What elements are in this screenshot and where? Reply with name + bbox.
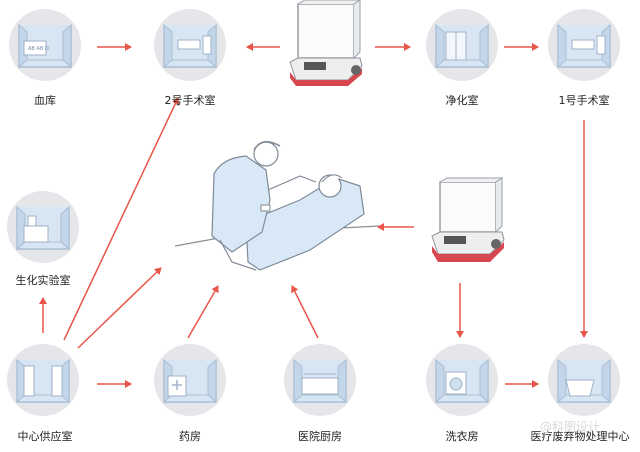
circle-central-supply	[7, 344, 79, 416]
label-biochem-lab: 生化实验室	[15, 274, 71, 287]
label-laundry: 洗衣房	[445, 430, 479, 443]
svg-text:AB AB O: AB AB O	[28, 46, 49, 52]
circle-or1	[548, 9, 620, 81]
delivery-robot-top	[289, 0, 363, 86]
label-blood-bank: 血库	[34, 94, 56, 107]
circle-biochem-lab	[7, 191, 79, 263]
watermark: @科图设计	[540, 420, 601, 434]
label-pharmacy: 药房	[179, 430, 201, 443]
circle-kitchen	[284, 344, 356, 416]
label-or1: 1号手术室	[558, 94, 610, 107]
delivery-robot-right	[431, 177, 505, 262]
circle-or2	[154, 9, 226, 81]
circle-blood-bank: AB AB O	[9, 9, 81, 81]
label-purification: 净化室	[445, 94, 479, 107]
arrow-pharmacy-to-patient	[187, 285, 219, 339]
circle-laundry	[426, 344, 498, 416]
label-waste-center: 医疗废弃物处理中心	[530, 430, 630, 443]
label-kitchen: 医院厨房	[298, 430, 342, 443]
circle-purification	[426, 9, 498, 81]
flow-arrows	[39, 43, 588, 388]
circle-pharmacy	[154, 344, 226, 416]
arrow-supply-to-patient	[77, 267, 162, 349]
label-central-supply: 中心供应室	[17, 430, 73, 443]
label-or2: 2号手术室	[164, 94, 216, 107]
arrow-supply-to-or2	[63, 97, 180, 341]
circle-waste-center	[548, 344, 620, 416]
nurse-patient-illustration	[174, 141, 381, 271]
arrow-kitchen-to-patient	[291, 285, 319, 339]
